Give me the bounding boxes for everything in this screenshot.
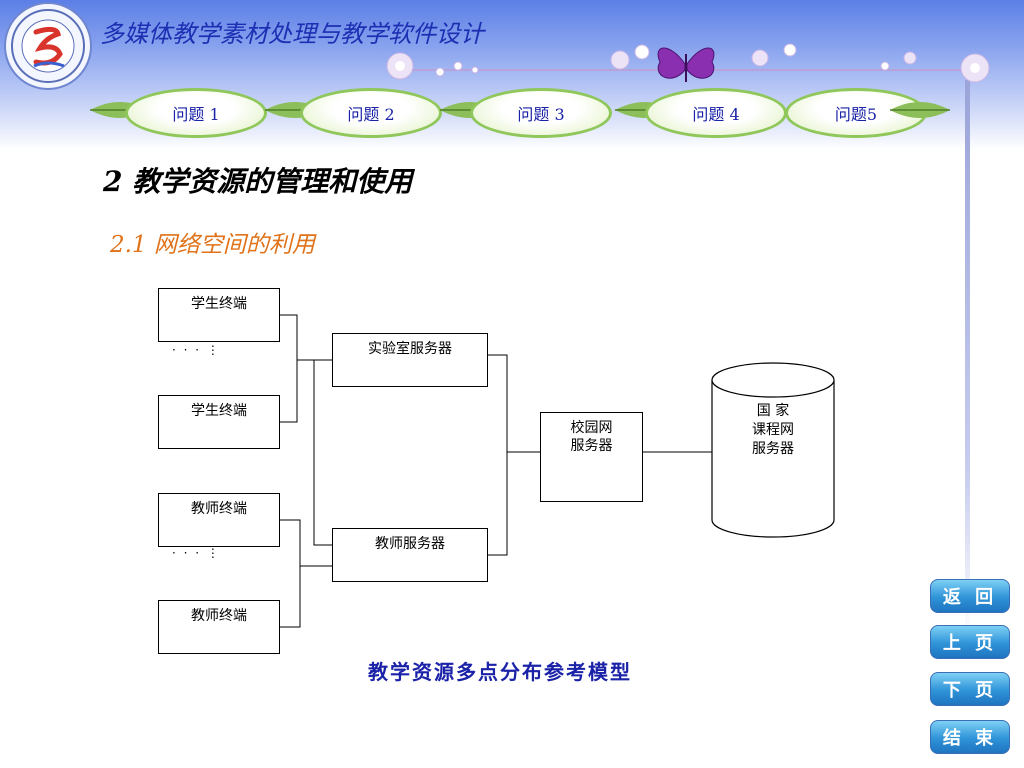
- teacher-terminal-box: 教师终端: [158, 493, 280, 547]
- student-terminal-label: 学生终端: [191, 296, 247, 312]
- leaf-icon: [890, 102, 950, 118]
- butterfly-icon: [657, 47, 715, 82]
- nav-question-3[interactable]: 问题 3: [470, 88, 612, 138]
- national-server-label-line1: 国 家: [756, 403, 790, 419]
- campus-server-label-line2: 服务器: [570, 438, 613, 454]
- back-button[interactable]: 返 回: [930, 579, 1010, 613]
- nav-question-2[interactable]: 问题 2: [300, 88, 442, 138]
- student-terminal-box: 学生终端: [158, 395, 280, 449]
- campus-server-label-line1: 校园网: [570, 420, 613, 436]
- subsection-heading: 2.1 网络空间的利用: [110, 232, 315, 258]
- ellipsis: · · · ⋮: [172, 546, 221, 560]
- diagram-caption: 教学资源多点分布参考模型: [368, 660, 632, 684]
- teacher-server-label: 教师服务器: [375, 536, 445, 552]
- nav-question-1[interactable]: 问题 1: [125, 88, 267, 138]
- lab-server-label: 实验室服务器: [368, 341, 452, 357]
- student-terminal-box: 学生终端: [158, 288, 280, 342]
- next-page-button[interactable]: 下 页: [930, 672, 1010, 706]
- ellipsis: · · · ⋮: [172, 343, 221, 357]
- teacher-terminal-label: 教师终端: [191, 608, 247, 624]
- university-logo: [4, 2, 92, 90]
- previous-page-button[interactable]: 上 页: [930, 625, 1010, 659]
- teacher-terminal-label: 教师终端: [191, 501, 247, 517]
- section-heading: 2 教学资源的管理和使用: [103, 165, 413, 198]
- national-server-label-line3: 服务器: [752, 441, 794, 457]
- lab-server-box: 实验室服务器: [332, 333, 488, 387]
- end-button[interactable]: 结 束: [930, 720, 1010, 754]
- decorative-vertical-line: [965, 80, 970, 640]
- national-server-label: 国 家 课程网 服务器: [712, 402, 834, 459]
- app-title: 多媒体教学素材处理与教学软件设计: [100, 20, 484, 48]
- seal-icon: [11, 9, 85, 83]
- teacher-server-box: 教师服务器: [332, 528, 488, 582]
- question-nav: 问题 1 问题 2 问题 3 问题 4 问题5: [85, 82, 955, 138]
- teacher-terminal-box: 教师终端: [158, 600, 280, 654]
- student-terminal-label: 学生终端: [191, 403, 247, 419]
- national-server-label-line2: 课程网: [752, 422, 794, 438]
- nav-question-4[interactable]: 问题 4: [645, 88, 787, 138]
- decorative-flowers: [386, 43, 990, 83]
- campus-server-box: 校园网 服务器: [540, 412, 643, 502]
